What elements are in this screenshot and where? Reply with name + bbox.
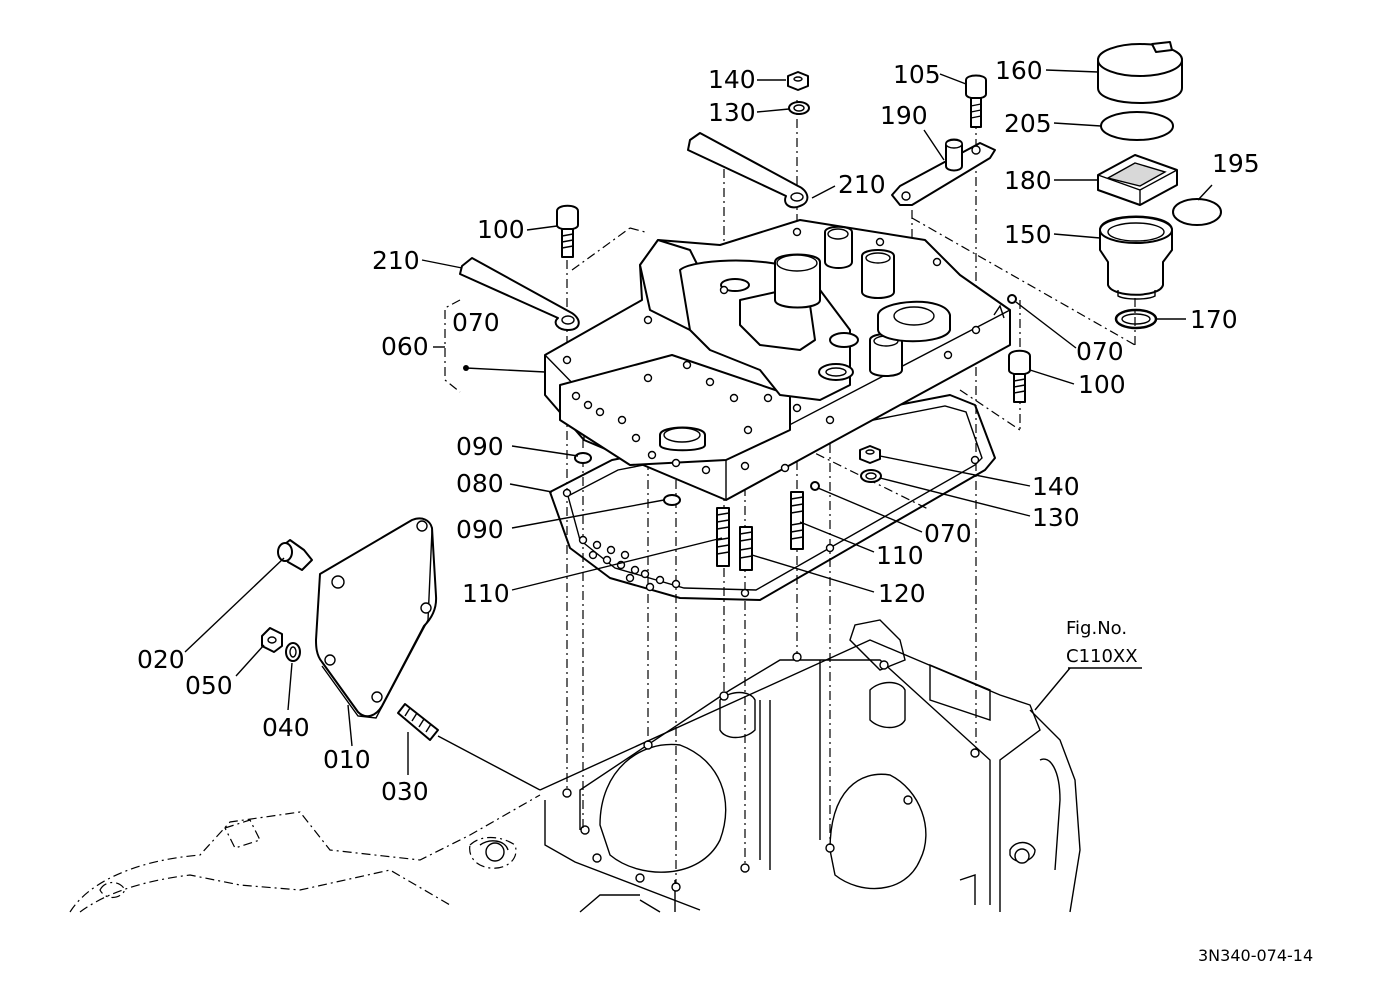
- label-100-right: 100: [1078, 370, 1126, 399]
- label-080: 080: [456, 469, 504, 498]
- packing-205: [1100, 111, 1174, 141]
- o-ring-170: [1114, 308, 1158, 330]
- label-140-mid: 140: [1032, 472, 1080, 501]
- gasket-090: [574, 452, 681, 506]
- label-060: 060: [381, 332, 429, 361]
- label-050: 050: [185, 671, 233, 700]
- ball-070: [810, 294, 1017, 491]
- leader-lines: [184, 69, 1213, 791]
- case-bolt-holes: [562, 652, 980, 892]
- studs-110-120: [716, 491, 804, 571]
- label-090-a: 090: [456, 432, 504, 461]
- label-150: 150: [1004, 220, 1052, 249]
- fig-no-code: C110XX: [1066, 646, 1138, 667]
- label-205: 205: [1004, 109, 1052, 138]
- label-040: 040: [262, 713, 310, 742]
- label-070-right: 070: [1076, 337, 1124, 366]
- strap-210-left: [459, 257, 580, 331]
- filter-case-150: [1099, 215, 1173, 300]
- nut-140-top: [787, 71, 809, 91]
- label-210-left: 210: [372, 246, 420, 275]
- label-210-top: 210: [838, 170, 886, 199]
- label-120: 120: [878, 579, 926, 608]
- strap-210-top: [687, 132, 809, 209]
- stud-bolt-030: [397, 703, 439, 741]
- bracket-190: [891, 138, 996, 206]
- label-090-b: 090: [456, 515, 504, 544]
- washer-130-mid: [860, 469, 882, 483]
- bolt-100-right: [1008, 349, 1031, 403]
- label-030: 030: [381, 777, 429, 806]
- fig-no-title: Fig.No.: [1066, 618, 1127, 639]
- filter-cap-160: [1097, 41, 1183, 104]
- label-020: 020: [137, 645, 185, 674]
- washer-040: [285, 642, 301, 662]
- label-105: 105: [893, 60, 941, 89]
- nut-140-mid: [859, 445, 881, 464]
- label-195: 195: [1212, 149, 1260, 178]
- label-070-mid: 070: [924, 519, 972, 548]
- plug-020: [277, 539, 313, 571]
- side-cover-010: [315, 517, 438, 719]
- bolt-105: [965, 74, 987, 128]
- label-180: 180: [1004, 166, 1052, 195]
- document-number: 3N340-074-14: [1198, 946, 1313, 965]
- label-070-top: 070: [452, 308, 500, 337]
- valve-body-holes: [562, 227, 981, 475]
- label-140-top: 140: [708, 65, 756, 94]
- label-160: 160: [995, 56, 1043, 85]
- part-number-labels: 140 130 105 160 190 205 195 210 180 100 …: [137, 56, 1260, 806]
- label-130-mid: 130: [1032, 503, 1080, 532]
- washer-130-top: [788, 101, 810, 115]
- bolt-100-left: [556, 204, 579, 258]
- nut-050: [261, 627, 283, 653]
- label-190: 190: [880, 101, 928, 130]
- filter-element-180: [1097, 154, 1178, 206]
- label-010: 010: [323, 745, 371, 774]
- figure-reference: Fig.No. C110XX: [1066, 618, 1138, 667]
- label-100-left: 100: [477, 215, 525, 244]
- label-170: 170: [1190, 305, 1238, 334]
- label-110-right: 110: [876, 541, 924, 570]
- gasket-holes: [562, 455, 980, 598]
- label-110-left: 110: [462, 579, 510, 608]
- hydraulic-valve-body: [544, 219, 1011, 501]
- transmission-case: [69, 619, 1081, 913]
- plate-195: [1172, 198, 1222, 226]
- label-130-top: 130: [708, 98, 756, 127]
